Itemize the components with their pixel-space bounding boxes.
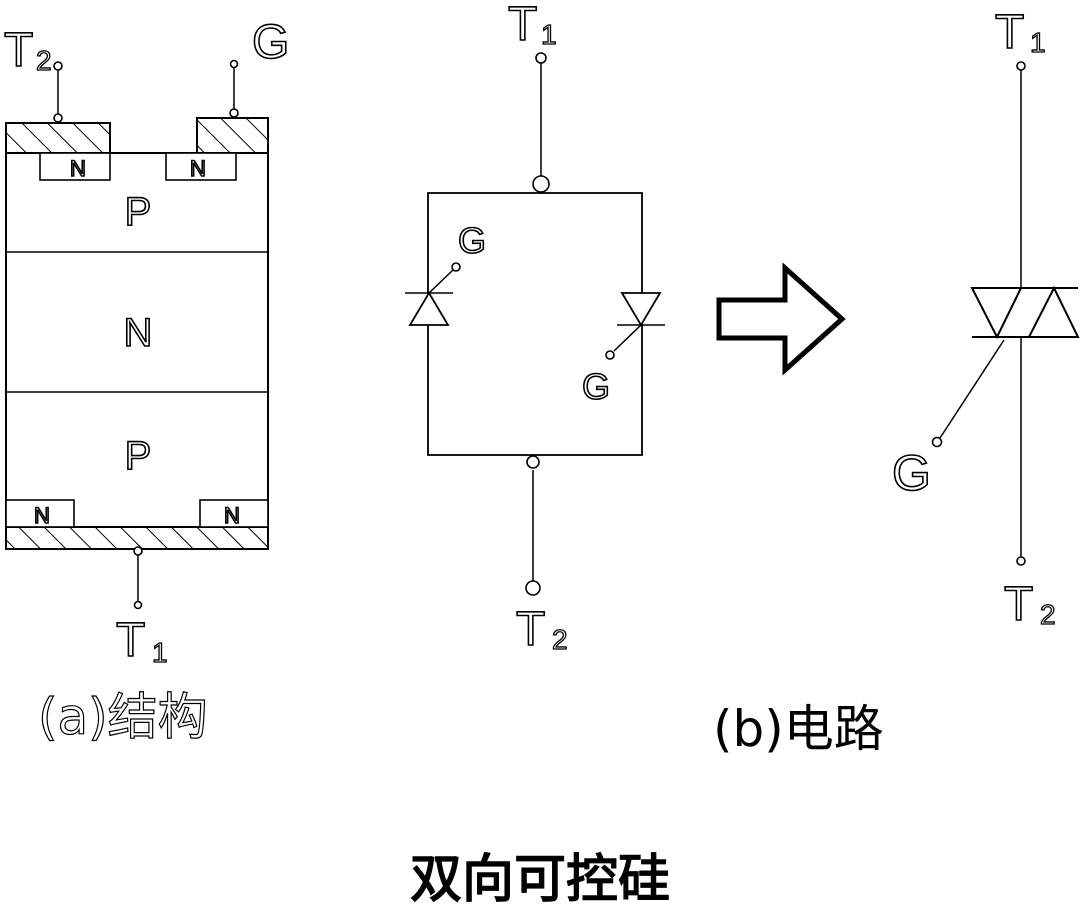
symbol-t2-label: T [1004,578,1033,631]
left-thyristor-symbol [405,262,461,326]
structure-t2-subscript: 2 [36,45,52,76]
structure-t2-label: T [4,24,33,77]
circuit-t1-subscript: 1 [541,19,557,50]
structure-panel: N N N N P N P T 2 G T 1 (a)结构 [3,15,290,746]
circuit-gate-right-label: G [582,366,610,407]
t2-top-electrode [5,122,111,154]
symbol-t2-subscript: 2 [1040,599,1056,630]
arrow-icon [716,262,846,376]
circuit-panel: G G T 1 T 2 (b)电路 [405,0,884,758]
n-region-bottom-right-label: N [224,503,240,528]
circuit-caption: (b)电路 [713,700,884,758]
gate-electrode [196,117,269,154]
n-region-bottom-left-label: N [34,503,50,528]
layer-mid-n-label: N [124,311,153,355]
circuit-t2-label: T [516,603,545,656]
symbol-t1-label: T [995,6,1024,59]
circuit-gate-left-label: G [458,220,486,261]
circuit-t1-label: T [508,0,537,51]
n-region-top-left-label: N [70,156,86,181]
n-region-bottom-right [199,499,269,528]
layer-bottom-p-label: P [125,434,152,478]
structure-t1-subscript: 1 [152,637,168,668]
n-region-top-right-label: N [190,156,206,181]
semiconductor-body [5,152,269,528]
n-region-top-left [39,152,111,181]
circuit-t2-subscript: 2 [552,624,568,655]
symbol-gate-label: G [892,445,931,501]
right-thyristor-symbol [605,292,665,360]
n-region-top-right [165,152,237,181]
t1-bottom-electrode [5,526,269,550]
structure-t1-label: T [116,614,145,667]
structure-g-label: G [252,16,289,69]
triac-symbol: T 1 G T 2 [891,5,1080,632]
symbol-t1-subscript: 1 [1030,27,1046,58]
structure-caption: (a)结构 [38,688,208,746]
layer-top-p-label: P [125,190,152,234]
n-region-bottom-left [5,499,75,528]
diagram-title: 双向可控硅 [410,850,670,905]
